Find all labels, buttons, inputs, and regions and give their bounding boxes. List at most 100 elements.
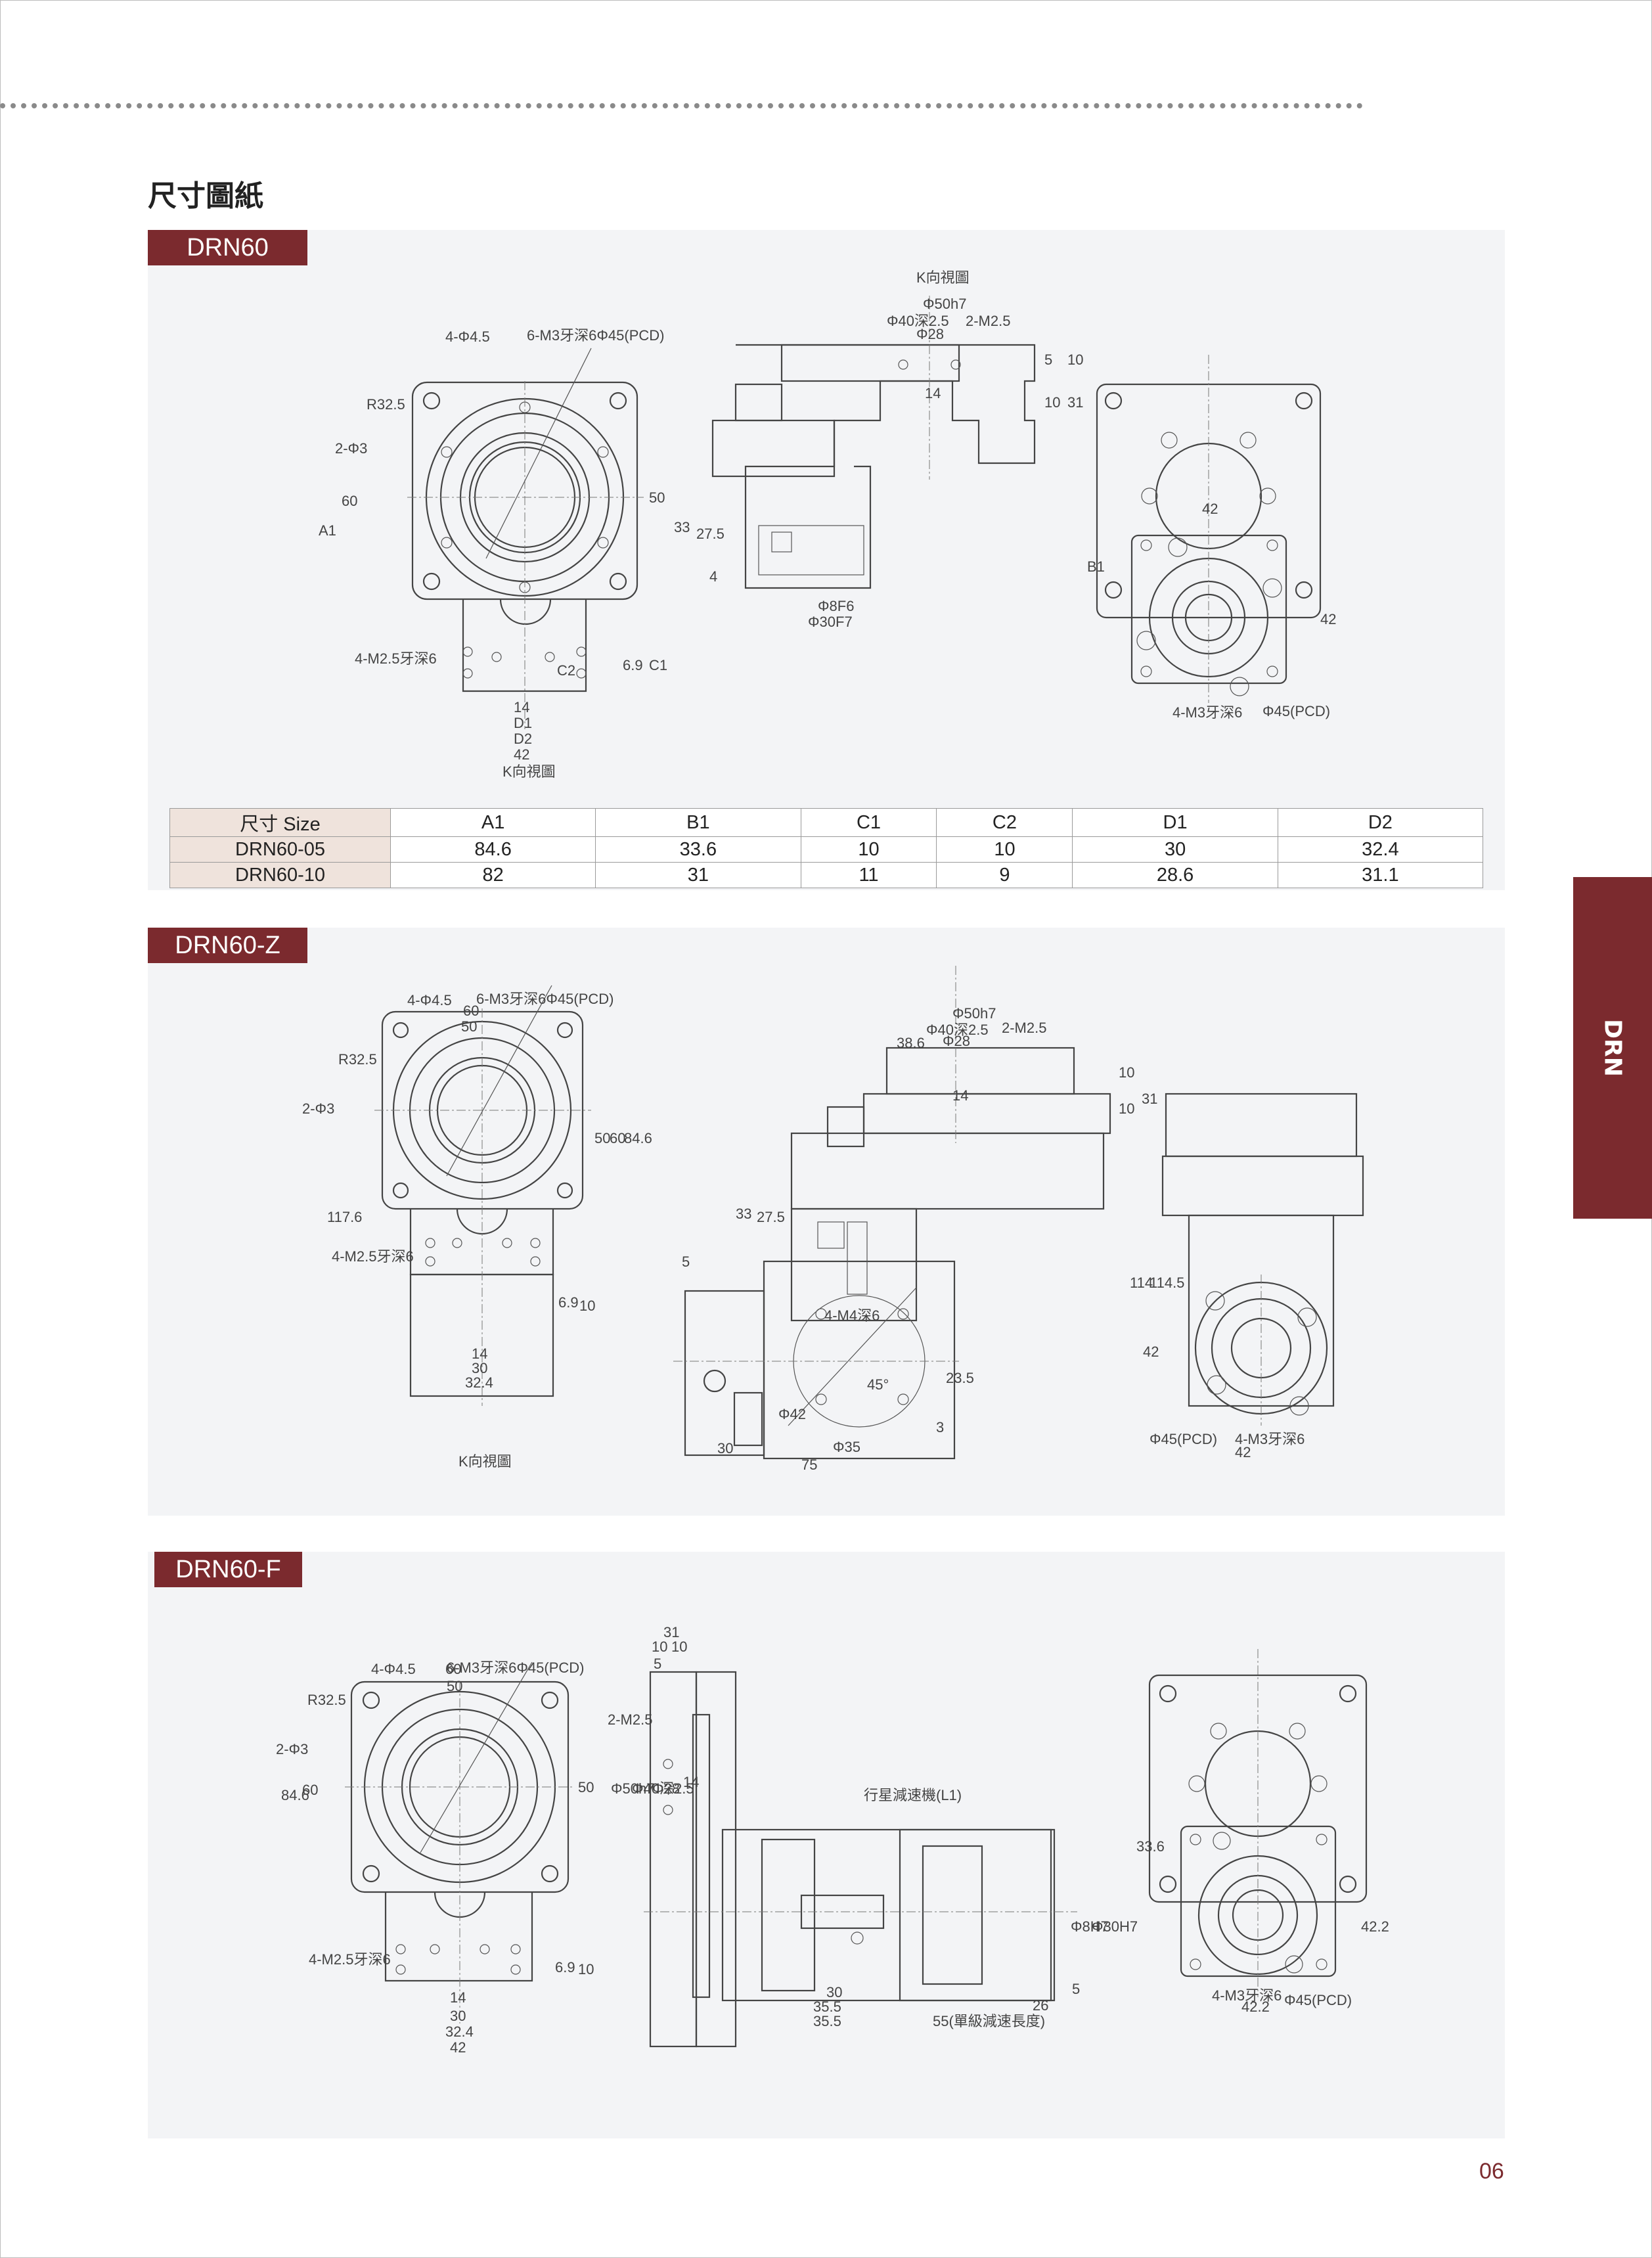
dim-f-355b: 35.5 (813, 2013, 841, 2029)
dim-z-275: 27.5 (757, 1209, 785, 1225)
table-cell: 11 (800, 862, 937, 888)
dim-f-10: 10 (578, 1961, 594, 1977)
table-cell: 31.1 (1277, 862, 1484, 888)
label-phi50h7: Φ50h7 (923, 296, 967, 312)
dim-f-26: 26 (1033, 1997, 1048, 2014)
dim-f-324: 32.4 (445, 2023, 474, 2040)
dim-z-69: 6.9 (558, 1294, 579, 1311)
table-cell: 10 (800, 836, 937, 863)
label-f-phi50h7: Φ50h7 (611, 1780, 655, 1797)
label-r325: R32.5 (367, 396, 405, 413)
label-phi45pcd: Φ45(PCD) (1262, 703, 1330, 719)
section-tag-drn60-f: DRN60-F (154, 1552, 302, 1587)
label-z-k-view: K向視圖 (458, 1453, 512, 1470)
dim-z-31: 31 (1142, 1091, 1157, 1107)
label-z-phi45pcd: Φ45(PCD) (1150, 1431, 1217, 1447)
dim-10b: 10 (1044, 394, 1060, 411)
drawing-drn60-z: 4-Φ4.5 6-M3牙深6Φ45(PCD) 60 50 R32.5 2-Φ3 … (289, 946, 1406, 1473)
dim-f-422: 42.2 (1241, 1998, 1270, 2015)
dim-z-30h: 30 (717, 1440, 733, 1456)
label-z-phi28: Φ28 (943, 1033, 970, 1049)
label-f-tap-m3: 4-M3牙深6 (1212, 1987, 1282, 2004)
label-k-view-title: K向視圖 (916, 269, 970, 286)
label-z-holes-6: 6-M3牙深6Φ45(PCD) (476, 991, 614, 1007)
table-cell: 82 (390, 862, 596, 888)
label-z-phi35: Φ35 (833, 1439, 860, 1455)
table-header-cell: A1 (390, 808, 596, 837)
label-f-phi3: 2-Φ3 (276, 1741, 308, 1757)
dim-z-side-10b: 10 (1119, 1100, 1134, 1117)
dim-f-355a: 35.5 (813, 1998, 841, 2015)
dim-d1: D1 (514, 715, 532, 731)
dim-69: 6.9 (623, 657, 643, 673)
drn60f-side-view: 31 10 10 5 2-M2.5 Φ50h7 Φ40深2.5 Φ28 14 行… (608, 1624, 1138, 2048)
dim-f-846: 84.6 (281, 1787, 309, 1803)
dim-f-5: 5 (654, 1656, 661, 1672)
label-z-m25: 2-M2.5 (1002, 1020, 1046, 1036)
label-f-holes-6: 6-M3牙深6Φ45(PCD) (447, 1660, 584, 1676)
label-f-tap: 4-M2.5牙深6 (309, 1951, 391, 1968)
table-header-cell: 尺寸 Size (169, 808, 391, 837)
dim-side-14: 14 (925, 385, 941, 401)
dim-z-5: 5 (682, 1253, 690, 1270)
dim-f-422v: 42.2 (1361, 1918, 1389, 1935)
dim-f-50v: 50 (578, 1779, 594, 1795)
drn60f-front-view: 4-Φ4.5 6-M3牙深6Φ45(PCD) 60 50 R32.5 2-Φ3 … (276, 1660, 594, 2056)
dim-z-right-42v: 42 (1143, 1344, 1159, 1360)
label-f-reducer: 行星減速機(L1) (864, 1787, 962, 1803)
table-header-cell: C1 (800, 808, 937, 837)
dim-d2: D2 (514, 731, 532, 747)
table-header-row: 尺寸 Size A1 B1 C1 C2 D1 D2 (169, 808, 1484, 837)
dim-right-42v: 42 (1320, 611, 1336, 627)
label-k-view: K向視圖 (502, 763, 556, 780)
dim-42: 42 (514, 746, 529, 763)
dim-f-42: 42 (450, 2039, 466, 2056)
label-phi28: Φ28 (916, 326, 944, 342)
drn60-right-view: 42 B1 42 4-M3牙深6 Φ45(PCD) (1087, 355, 1336, 721)
label-holes-4: 4-Φ4.5 (445, 328, 490, 345)
label-f-phi28: Φ28 (652, 1780, 680, 1797)
label-z-tap: 4-M2.5牙深6 (332, 1248, 414, 1265)
dim-z-1145: 114.5 (1150, 1275, 1184, 1291)
dim-z-30: 30 (472, 1360, 487, 1376)
dim-z-114: 114 (1130, 1275, 1153, 1291)
table-row: DRN60-05 84.6 33.6 10 10 30 32.4 (169, 836, 1484, 863)
drn60-side-view: Φ50h7 Φ40深2.5 2-M2.5 Φ28 14 Φ8F6 Φ30F7 5… (674, 269, 1083, 630)
label-phi8f6: Φ8F6 (818, 598, 854, 614)
label-f-phi45pcd: Φ45(PCD) (1284, 1992, 1352, 2008)
drawing-drn60: 4-Φ4.5 6-M3牙深6Φ45(PCD) R32.5 2-Φ3 4-M2.5… (289, 243, 1406, 788)
side-tab-label: DRN (1599, 1019, 1626, 1077)
dim-f-14: 14 (450, 1989, 466, 2006)
dim-right-42: 42 (1202, 501, 1218, 517)
dim-z-75: 75 (801, 1456, 817, 1472)
table-cell: 32.4 (1277, 836, 1484, 863)
drawing-drn60-f: 4-Φ4.5 6-M3牙深6Φ45(PCD) 60 50 R32.5 2-Φ3 … (263, 1623, 1406, 2109)
dim-f-336: 33.6 (1136, 1838, 1165, 1855)
label-z-phi40: Φ40深2.5 (926, 1022, 989, 1038)
dim-f-69: 6.9 (555, 1959, 575, 1976)
dim-z-3: 3 (936, 1419, 944, 1435)
table-header-cell: D1 (1072, 808, 1278, 837)
label-z-r325: R32.5 (338, 1051, 377, 1068)
drn60z-side-view: Φ50h7 Φ40深2.5 2-M2.5 Φ28 38.6 14 10 10 3… (673, 966, 1184, 1473)
drn60z-right-view: 42 Φ45(PCD) 4-M3牙深6 42 (1143, 1093, 1364, 1460)
label-f-r325: R32.5 (307, 1692, 346, 1708)
label-holes-6: 6-M3牙深6Φ45(PCD) (527, 327, 664, 344)
label-z-phi42: Φ42 (778, 1406, 806, 1422)
dim-z-1176: 117.6 (327, 1209, 362, 1225)
label-z-angle: 45° (867, 1376, 889, 1393)
label-tap-m3: 4-M3牙深6 (1172, 704, 1242, 721)
dim-f-5b: 5 (1072, 1981, 1080, 1997)
drn60z-front-view: 4-Φ4.5 6-M3牙深6Φ45(PCD) 60 50 R32.5 2-Φ3 … (302, 985, 652, 1470)
dim-z-50: 50 (461, 1018, 477, 1035)
side-tab-drn: DRN (1573, 877, 1652, 1219)
label-phi40: Φ40深2.5 (887, 313, 949, 329)
dim-f-side-14: 14 (683, 1774, 699, 1790)
dim-z-33: 33 (736, 1206, 751, 1222)
dim-10: 10 (1067, 351, 1083, 368)
table-cell: DRN60-10 (169, 862, 391, 888)
dim-z-60v: 60 (610, 1130, 625, 1146)
label-tap-m25: 4-M2.5牙深6 (355, 650, 437, 667)
label-z-phi50h7: Φ50h7 (952, 1005, 996, 1022)
label-f-phi30h7: Φ30H7 (1092, 1918, 1138, 1935)
